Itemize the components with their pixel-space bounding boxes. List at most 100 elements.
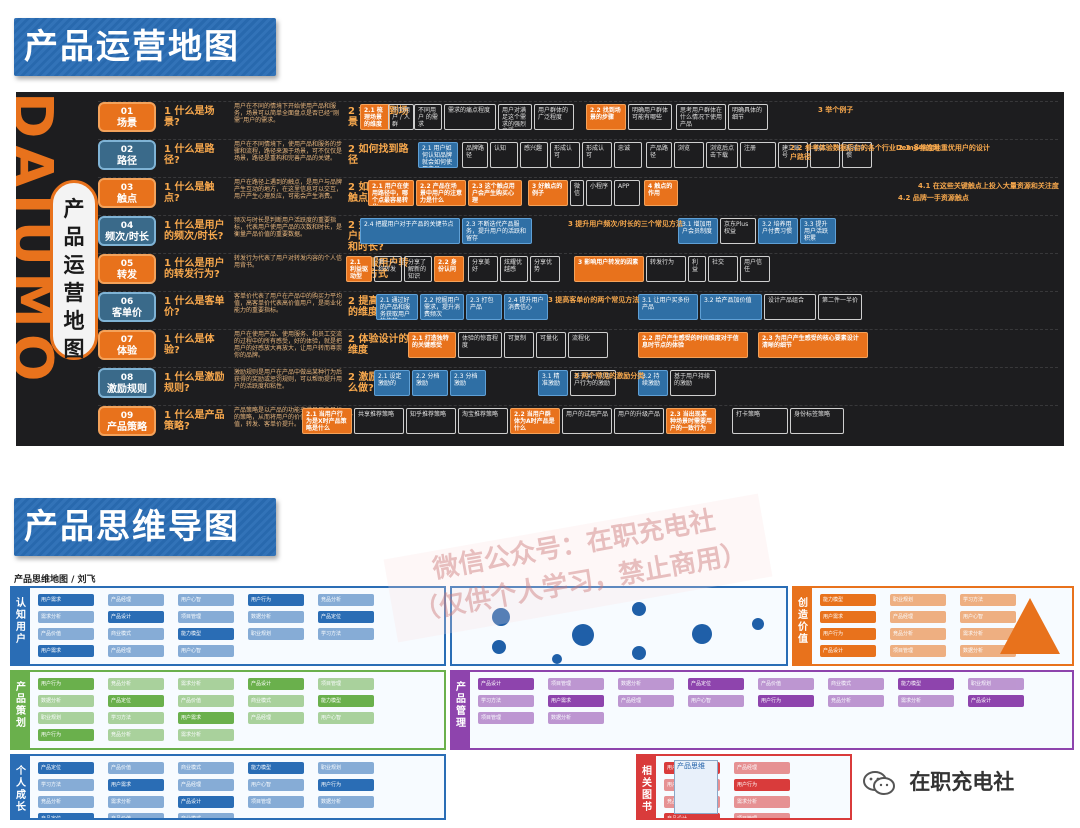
mind-node: 项目管理 [734, 813, 790, 818]
row-chip: 3.2 培养用户付费习惯 [758, 218, 798, 244]
mind-node: 产品定位 [318, 611, 374, 623]
mind-node: 数据分析 [548, 712, 604, 724]
row-chip: 品牌路径 [462, 142, 488, 168]
row-chip: 基于用户持续的激励 [670, 370, 716, 396]
banner-mind-title: 产品思维导图 [24, 507, 240, 547]
mind-node: 职业规划 [318, 762, 374, 774]
wechat-icon [863, 771, 895, 795]
vertical-title-char: 运 [63, 253, 85, 277]
mind-node: 用户需求 [108, 779, 164, 791]
row-highlight-secondary: 2.3 多维度地重优用户的设计 [898, 144, 990, 152]
mind-node: 用户需求 [548, 695, 604, 707]
mind-node: 产品经理 [618, 695, 674, 707]
row-chip: 浏览后点击下载 [706, 142, 738, 168]
mind-node: 竞品分析 [108, 678, 164, 690]
mind-node: 用户心智 [248, 779, 304, 791]
row-divider [98, 139, 1058, 172]
mind-node: 能力模型 [248, 762, 304, 774]
row-divider [98, 405, 1058, 438]
mind-node: 学习方法 [108, 712, 164, 724]
row-chip: 分享了解新的知识 [404, 256, 432, 282]
row-chip: 3.1 让用户买多份产品 [638, 294, 698, 320]
mind-node: 竞品分析 [890, 628, 946, 640]
mind-node: 需求分析 [898, 695, 954, 707]
row-chip: 分享美好 [468, 256, 498, 282]
mind-node: 项目管理 [178, 611, 234, 623]
mind-node: 产品经理 [108, 645, 164, 657]
row-highlight: 2.2 参考体验数据后台的各个行业Demo中的用户路径 [790, 144, 940, 161]
row-chip: 3 好触点的例子 [528, 180, 568, 206]
row-chip: 2.3 当出现某种场景时需要用户的一致行为 [666, 408, 716, 434]
row-chip: 2.2 找到场景的步骤 [586, 104, 626, 130]
row-description: 产品策略是以产品的功能来满足用户目标的策略，从而将用户的价值转化为产品价值，转发… [234, 407, 343, 428]
mind-node: 职业规划 [890, 594, 946, 606]
row-chip: 产品路径 [646, 142, 672, 168]
mind-panel-label: 认知用户 [12, 588, 30, 664]
row-chip: 3.3 提升用户活跃积累 [800, 218, 836, 244]
row-divider [98, 367, 1058, 400]
row-tag-label: 路径 [117, 156, 137, 167]
row-chip: 第二件一半价 [818, 294, 862, 320]
mind-node: 职业规划 [248, 628, 304, 640]
row-divider [98, 291, 1058, 324]
mind-node: 数据分析 [38, 695, 94, 707]
mind-node: 产品定位 [38, 762, 94, 774]
book-cover: 产品思维 [674, 760, 718, 814]
row-tag-label: 场景 [117, 118, 137, 129]
vertical-title-char: 产 [63, 197, 85, 221]
mind-map-title: 产品思维地图 / 刘飞 [14, 575, 96, 585]
row-tag-number: 05 [120, 259, 134, 269]
row-tag-number: 06 [120, 297, 134, 307]
row-description: 用户在不同的情境下开始使用产品和服务，场景可以简单全面盘点是否已经“刚需”用户的… [234, 103, 340, 124]
row-chip: 可量化 [536, 332, 566, 358]
mind-node: 产品经理 [108, 594, 164, 606]
mind-graph-node [632, 602, 646, 616]
row-chip: 2.2 用户产生感受的时间维度对于信息时节点的体验 [638, 332, 748, 358]
mind-node: 用户行为 [758, 695, 814, 707]
mind-node: 用户心智 [178, 594, 234, 606]
mind-node: 能力模型 [898, 678, 954, 690]
row-chip: 2.2 产品在场景中用户的注意力是什么 [416, 180, 466, 206]
row-answer-heading: 2 体验设计的维度 [348, 334, 409, 356]
row-chip: 2.3 不断迭代产品服务，提升用户的活跃和留存 [462, 218, 532, 244]
row-chip: 用户信任 [740, 256, 770, 282]
row-question: 1 什么是激励规则? [164, 372, 225, 394]
row-chip: 2.3 分档激励 [450, 370, 486, 396]
row-highlight: 3 提升用户频次/时长的三个常见方法 [568, 220, 683, 228]
row-chip: 用户的试用产品 [562, 408, 612, 434]
row-question: 1 什么是路径? [164, 144, 215, 166]
row-chip: 利益 [688, 256, 706, 282]
mind-node: 能力模型 [178, 628, 234, 640]
mind-panel-label: 创造价值 [794, 588, 812, 664]
mind-node: 商业模式 [828, 678, 884, 690]
row-highlight: 3 提高客单价的两个常见方法 [548, 296, 640, 304]
mind-node: 产品设计 [178, 796, 234, 808]
mind-node: 竞品分析 [318, 594, 374, 606]
mind-node: 产品设计 [664, 813, 720, 818]
mind-graph-node [752, 618, 764, 630]
row-chip: 形成认可 [550, 142, 580, 168]
row-question: 1 什么是场景? [164, 106, 215, 128]
row-chip: 体验的惊喜程度 [458, 332, 502, 358]
row-chip: 共享推荐策略 [354, 408, 404, 434]
row-chip: 打卡策略 [732, 408, 788, 434]
row-question: 1 什么是体验? [164, 334, 215, 356]
row-tag-number: 02 [120, 145, 134, 155]
row-highlight: 3 举个例子 [818, 106, 854, 114]
mind-node: 用户行为 [38, 729, 94, 741]
mind-node: 职业规划 [968, 678, 1024, 690]
mind-node: 用户心智 [318, 712, 374, 724]
mind-node: 竞品分析 [828, 695, 884, 707]
row-chip: 忠诚 [614, 142, 642, 168]
row-chip: 身份标签策略 [790, 408, 844, 434]
row-chip: 社交 [708, 256, 738, 282]
mind-node: 用户需求 [38, 594, 94, 606]
mind-node: 需求分析 [38, 611, 94, 623]
